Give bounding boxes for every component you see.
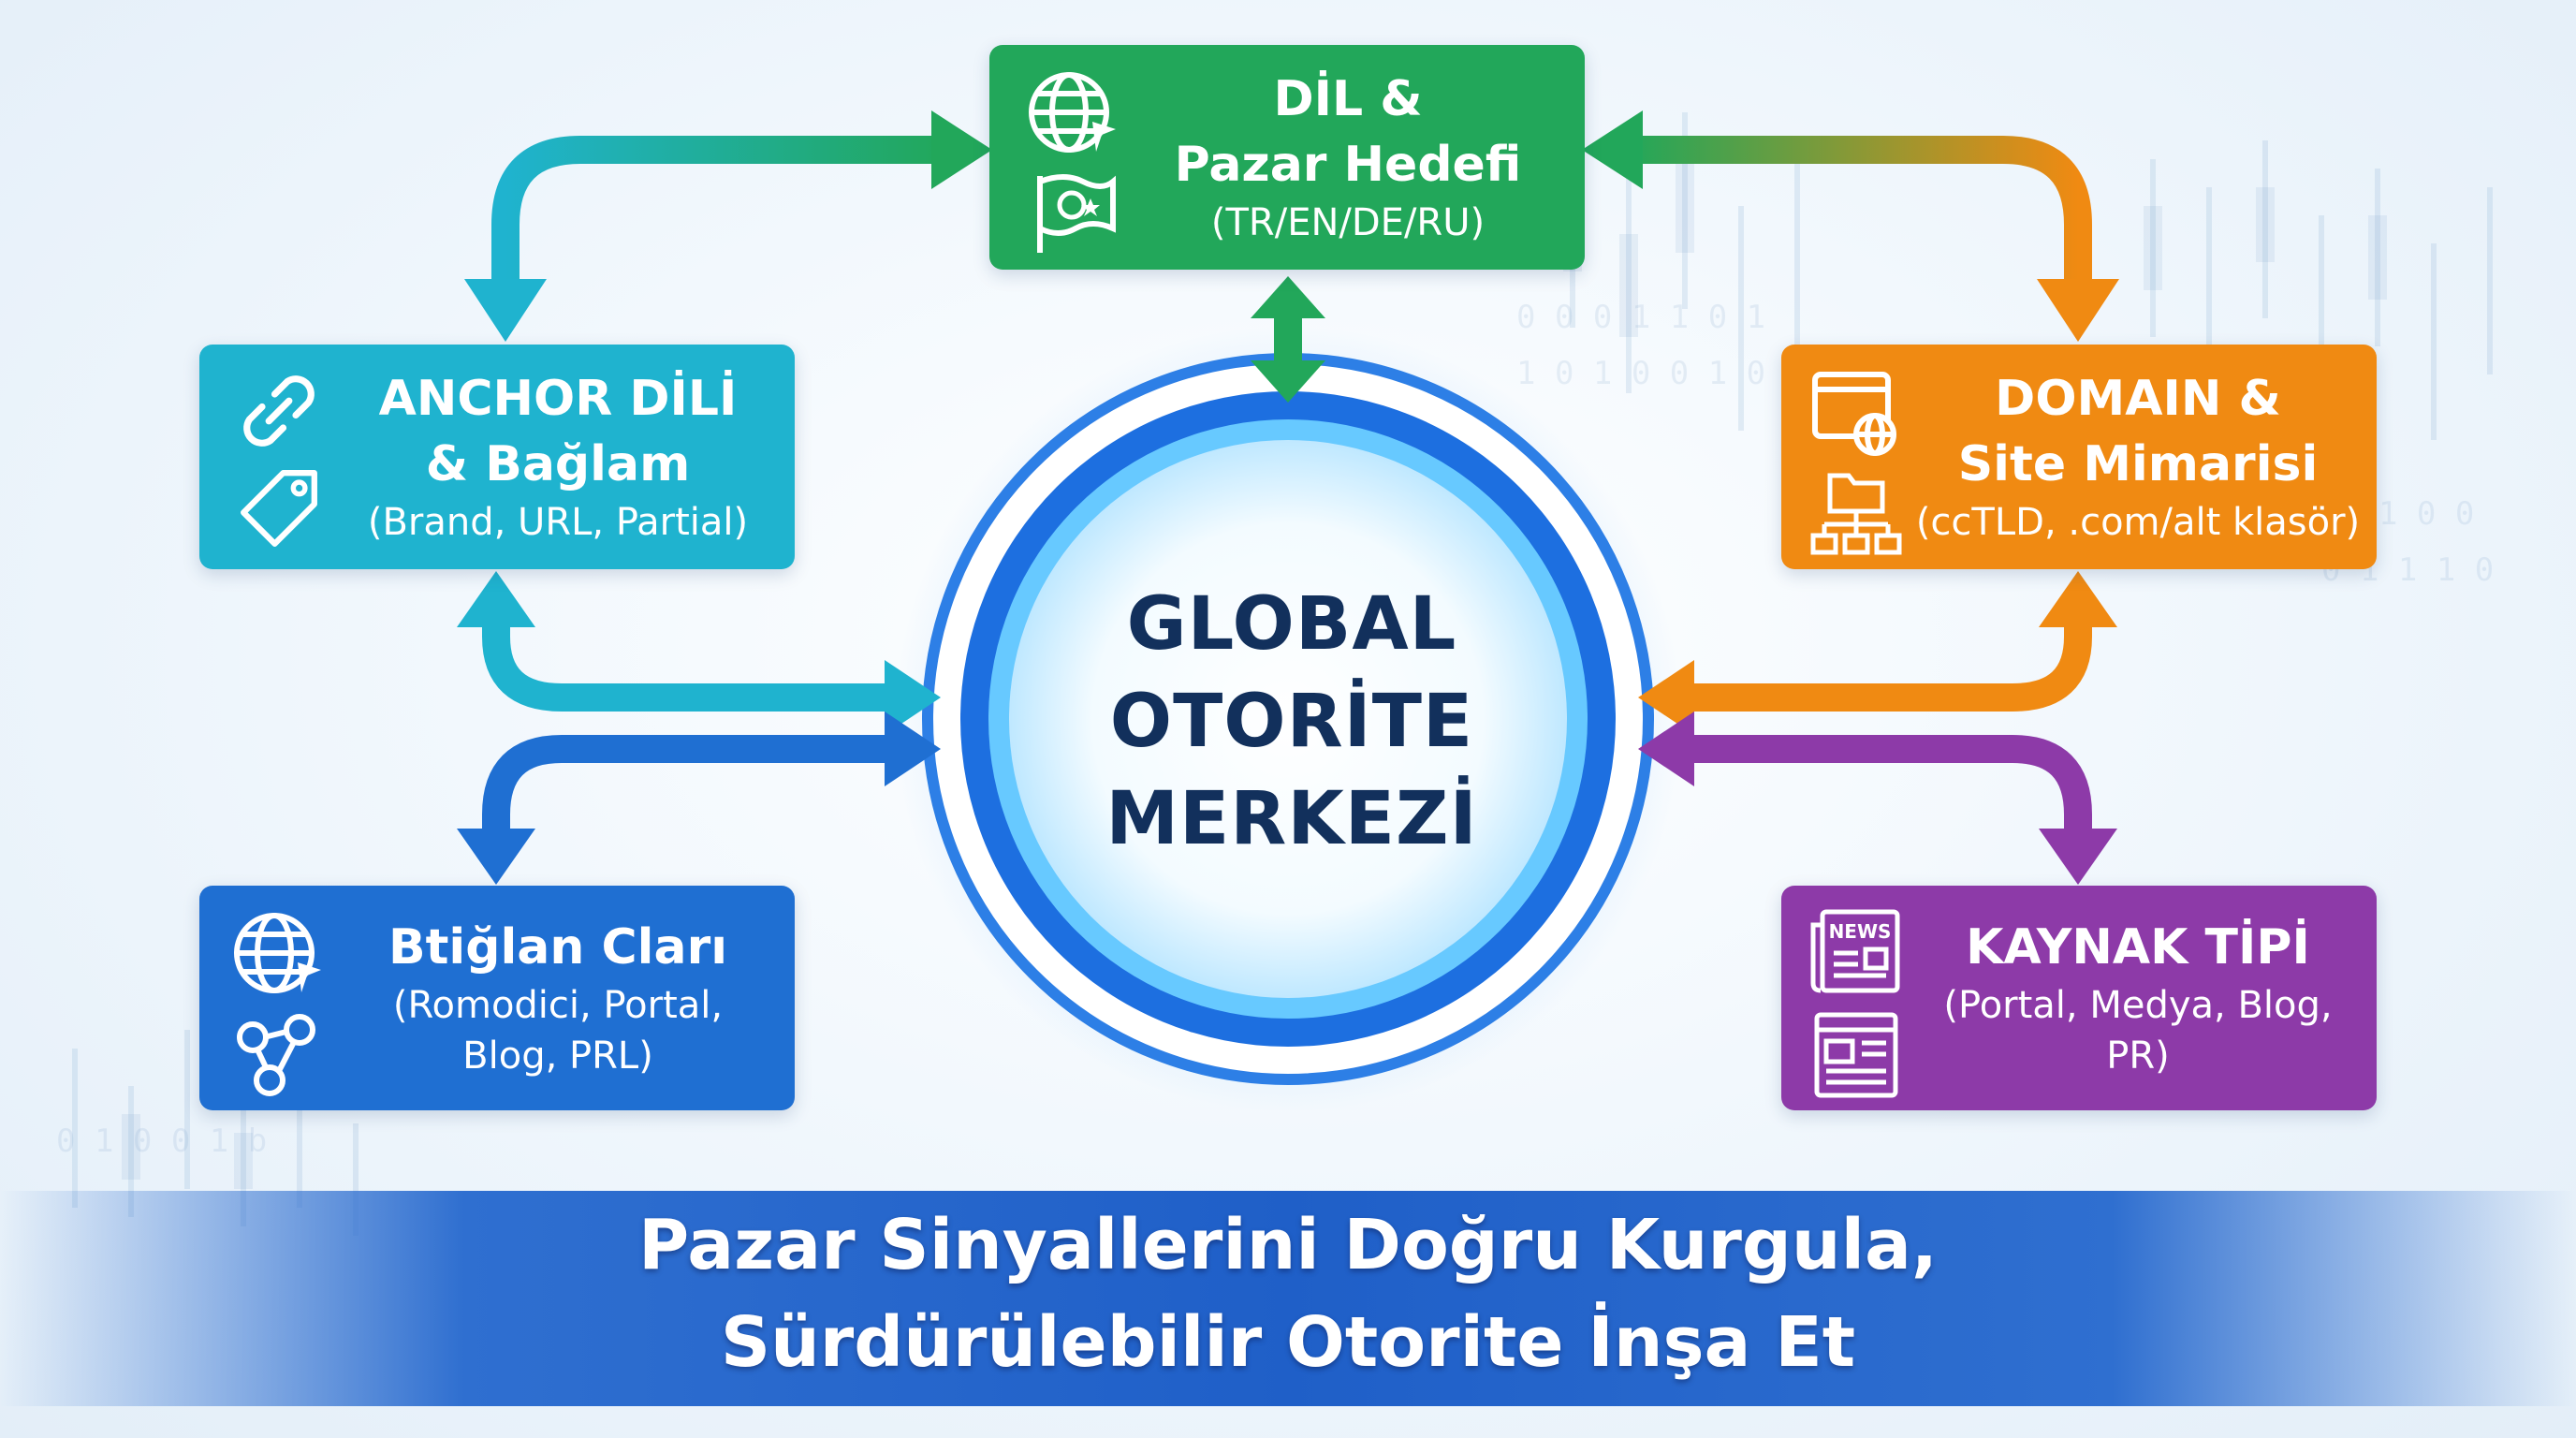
browser-globe-icon [1812,372,1896,456]
center-line-3: MERKEZİ [1105,777,1478,861]
center-line-1: GLOBAL [1126,582,1457,667]
domain-subtitle: (ccTLD, .com/alt klasör) [1915,501,2361,544]
language-market-subtitle: (TR/EN/DE/RU) [1210,201,1486,244]
network-icon [237,1014,315,1096]
banner-line-1: Pazar Sinyallerini Doğru Kurgula, [637,1205,1938,1285]
anchor-language-box: ANCHOR DİLİ & Bağlam (Brand, URL, Partia… [199,345,795,569]
flag-icon [1037,174,1116,253]
banner-text: Pazar Sinyallerini Doğru Kurgula, Sürdür… [0,1196,2576,1391]
language-market-title-1: DİL & [1273,71,1423,127]
banner-line-2: Sürdürülebilir Otorite İnşa Et [720,1302,1856,1383]
newspaper-icon: NEWS [1810,909,1900,993]
backlink-subtitle-1: (Romodici, Portal, [392,984,724,1027]
link-icon [243,375,315,447]
anchor-title-1: ANCHOR DİLİ [378,371,738,427]
svg-text:1 0 1 0 0 1 0 1: 1 0 1 0 0 1 0 1 [1516,355,1804,392]
domain-title-2: Site Mimarisi [1957,436,2319,492]
source-type-subtitle-1: (Portal, Medya, Blog, [1943,984,2333,1027]
backlink-title: Btiğlan Cları [388,919,728,976]
backlink-subtitle-2: Blog, PRL) [462,1034,653,1078]
backlink-source-box: Btiğlan Cları (Romodici, Portal, Blog, P… [199,886,795,1110]
anchor-subtitle: (Brand, URL, Partial) [367,501,749,544]
globe-icon [234,913,321,993]
source-type-subtitle-2: PR) [2106,1034,2170,1078]
source-type-box: NEWS KAYNAK TİPİ (Portal, Medya, Blog, P… [1781,886,2377,1110]
language-market-title-2: Pazar Hedefi [1174,137,1522,193]
anchor-title-2: & Bağlam [425,436,691,492]
source-type-title: KAYNAK TİPİ [1966,919,2310,976]
domain-architecture-box: DOMAIN & Site Mimarisi (ccTLD, .com/alt … [1781,345,2377,569]
center-line-2: OTORİTE [1109,680,1474,764]
svg-text:0 1 0 0 1 b: 0 1 0 0 1 b [56,1123,267,1160]
language-market-box: DİL & Pazar Hedefi (TR/EN/DE/RU) [989,45,1585,270]
folder-sitemap-icon [1810,473,1902,555]
tag-icon [241,470,317,547]
bottom-banner [0,1191,2576,1406]
domain-title-1: DOMAIN & [1995,371,2281,427]
news-label: NEWS [1829,920,1892,943]
svg-text:0 0 0 1 1 0 1: 0 0 0 1 1 0 1 [1516,299,1765,336]
global-authority-center: GLOBAL OTORİTE MERKEZİ [1048,576,1535,868]
globe-icon [1029,72,1116,153]
article-icon [1814,1012,1898,1098]
